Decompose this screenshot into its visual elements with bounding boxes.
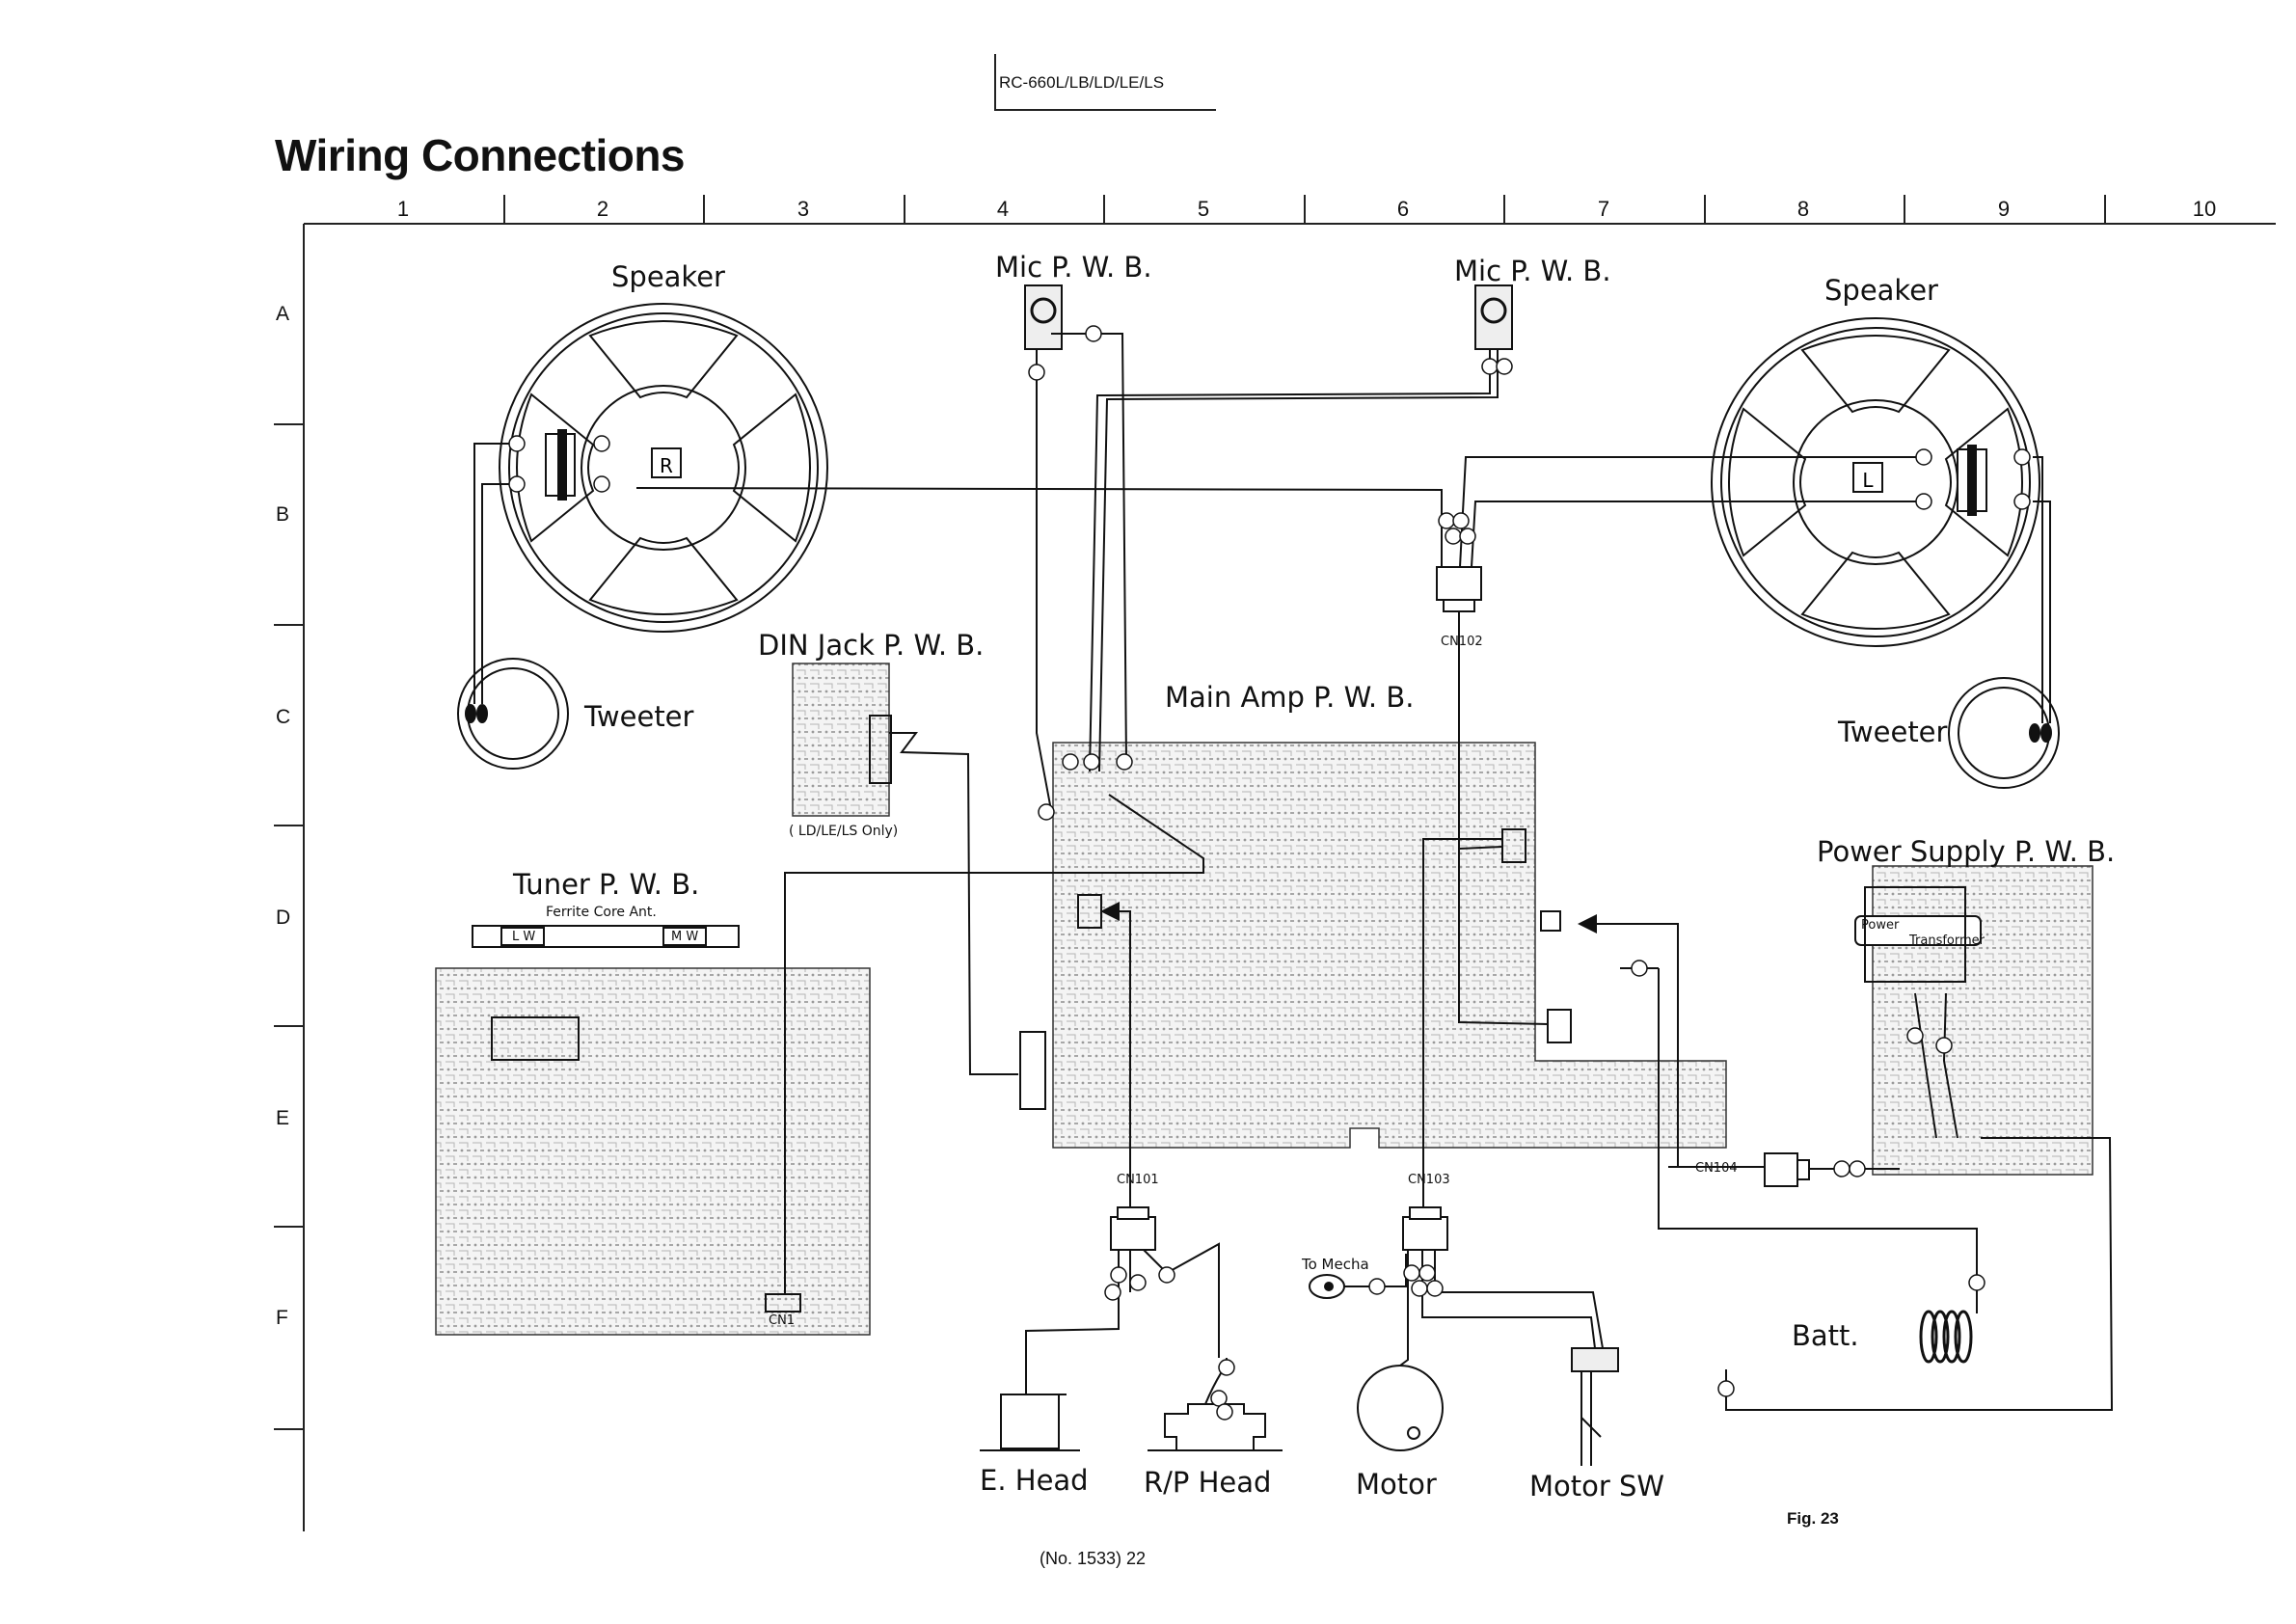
tweeter-left-label: Tweeter xyxy=(584,700,694,733)
tweeter-right-icon xyxy=(1948,677,2060,789)
tweeter-left-icon xyxy=(457,658,569,770)
grid-row-e: E xyxy=(276,1107,290,1129)
speaker-r-label: Speaker xyxy=(611,260,725,293)
page-number: (No. 1533) 22 xyxy=(1040,1549,1147,1568)
grid-column-2: 2 xyxy=(596,197,609,221)
grid-row-f: F xyxy=(276,1307,288,1329)
grid-row-c: C xyxy=(276,706,291,728)
batt-label: Batt. xyxy=(1792,1319,1859,1352)
grid-frame xyxy=(274,195,2276,1531)
tuner-pwb-icon xyxy=(435,967,871,1336)
motor-icon xyxy=(1357,1365,1444,1451)
to-mecha-lug-icon xyxy=(1309,1274,1345,1299)
speaker-l-channel: L xyxy=(1862,469,1874,492)
mw-label: M W xyxy=(671,930,699,944)
grid-column-7: 7 xyxy=(1597,197,1610,221)
grid-row-b: B xyxy=(276,503,290,526)
rp-head-label: R/P Head xyxy=(1144,1466,1272,1499)
motor-sw-label: Motor SW xyxy=(1529,1470,1665,1502)
grid-column-8: 8 xyxy=(1796,197,1810,221)
power-transformer-label-2: Transformer xyxy=(1909,934,1985,948)
mic-pwb-left-icon xyxy=(1024,284,1063,350)
grid-row-a: A xyxy=(276,303,290,325)
speaker-l-label: Speaker xyxy=(1824,274,1938,307)
motor-label: Motor xyxy=(1356,1468,1437,1501)
ferrite-antenna-label: Ferrite Core Ant. xyxy=(546,905,657,920)
grid-column-3: 3 xyxy=(797,197,810,221)
power-transformer-label-1: Power xyxy=(1861,918,1900,933)
speaker-r-icon xyxy=(499,303,828,633)
model-code: RC-660L/LB/LD/LE/LS xyxy=(999,73,1165,92)
terminal-markers xyxy=(508,325,2031,1421)
lw-label: L W xyxy=(512,930,536,944)
mic-pwb-right-icon xyxy=(1474,284,1513,350)
figure-label: Fig. 23 xyxy=(1787,1509,1839,1528)
grid-column-4: 4 xyxy=(996,197,1010,221)
grid-row-d: D xyxy=(276,907,291,929)
cn101-label: CN101 xyxy=(1117,1173,1159,1187)
motor-sw-icon xyxy=(1571,1347,1619,1466)
grid-column-5: 5 xyxy=(1197,197,1210,221)
batt-spring-icon xyxy=(1919,1310,1973,1364)
power-supply-pwb-icon xyxy=(1854,865,2093,1176)
to-mecha-label: To Mecha xyxy=(1302,1256,1369,1273)
speaker-r-channel: R xyxy=(660,454,673,477)
page-title: Wiring Connections xyxy=(275,130,686,180)
cn102-connector-icon xyxy=(1436,566,1482,612)
cn1-label: CN1 xyxy=(769,1313,796,1328)
main-amp-label: Main Amp P. W. B. xyxy=(1165,681,1415,714)
din-jack-pwb-icon xyxy=(792,663,892,817)
cn101-connector-icon xyxy=(1110,1206,1156,1251)
e-head-icon xyxy=(980,1394,1080,1451)
header-rule-horizontal xyxy=(994,109,1216,111)
ferrite-antenna-icon xyxy=(472,925,740,948)
cn104-label: CN104 xyxy=(1695,1161,1738,1176)
tweeter-right-label: Tweeter xyxy=(1838,716,1948,748)
cn103-connector-icon xyxy=(1402,1206,1448,1251)
mic-pwb-right-label: Mic P. W. B. xyxy=(1454,255,1611,287)
cn104-connector-icon xyxy=(1764,1152,1810,1187)
grid-column-1: 1 xyxy=(396,197,410,221)
cn103-label: CN103 xyxy=(1408,1173,1450,1187)
grid-column-6: 6 xyxy=(1396,197,1410,221)
tuner-label: Tuner P. W. B. xyxy=(513,868,700,901)
cn102-label: CN102 xyxy=(1441,635,1483,649)
header-rule-vertical xyxy=(994,54,996,110)
main-amp-pwb-icon xyxy=(1019,742,1727,1149)
grid-column-10: 10 xyxy=(2192,197,2217,221)
grid-column-9: 9 xyxy=(1997,197,2011,221)
power-supply-label: Power Supply P. W. B. xyxy=(1817,835,2116,868)
mic-pwb-left-label: Mic P. W. B. xyxy=(995,251,1152,284)
din-jack-label: DIN Jack P. W. B. xyxy=(758,629,985,662)
e-head-label: E. Head xyxy=(980,1464,1089,1497)
speaker-l-icon xyxy=(1711,317,2040,647)
din-jack-note: ( LD/LE/LS Only) xyxy=(789,824,899,839)
